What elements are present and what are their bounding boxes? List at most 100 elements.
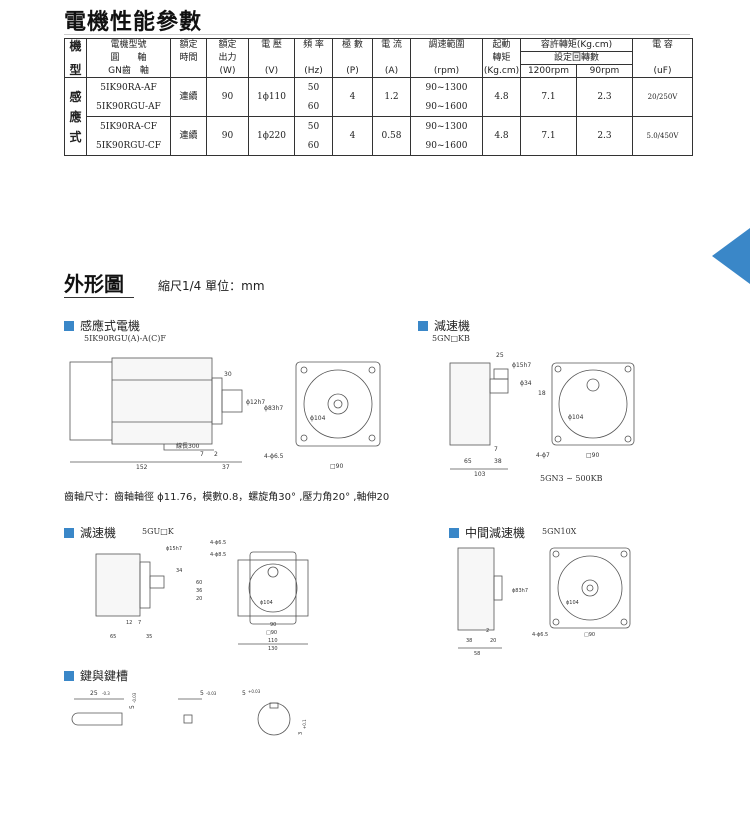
middle-model: 5GN10X xyxy=(542,527,577,536)
time-cell: 連續 xyxy=(170,116,207,156)
header-poles-unit: (P) xyxy=(332,64,373,78)
dim-sq90: □90 xyxy=(266,630,277,636)
section-reducer2: 減速機 xyxy=(64,524,116,541)
capacitor-cell: 5.0/450V xyxy=(632,116,693,156)
dim-18: 18 xyxy=(538,390,546,397)
mount-hole xyxy=(368,366,376,374)
header-start-torque-2: 轉矩 xyxy=(482,51,521,65)
dim-58: 58 xyxy=(474,651,480,657)
key-body xyxy=(71,712,123,726)
header-1200rpm: 1200rpm xyxy=(520,64,577,78)
reducer2-drawing: ϕ15h7 34 60 36 20 12 7 65 35 4-ϕ6.5 4-ϕ8… xyxy=(95,540,309,652)
dim-37: 37 xyxy=(222,464,230,471)
reducer-shaft xyxy=(493,575,503,601)
dim-90: 90 xyxy=(270,622,276,628)
motor-body xyxy=(111,357,213,445)
reducer-front-face xyxy=(549,547,631,629)
table-row: 感應式 5IK90RA-AF 連續 90 1ϕ110 50 4 1.2 90~1… xyxy=(64,77,693,156)
header-speed-unit: (rpm) xyxy=(410,64,483,78)
torque-1200-cell: 7.1 xyxy=(520,77,577,117)
freq-cell: 50 xyxy=(294,116,333,136)
dim-holes2: 4-ϕ8.5 xyxy=(210,552,226,558)
dim-83h7: ϕ83h7 xyxy=(512,588,528,594)
dim-12: 12 xyxy=(126,620,132,626)
section-label: 鍵與鍵槽 xyxy=(80,669,129,683)
dim-holes1: 4-ϕ6.5 xyxy=(210,540,226,546)
title-divider xyxy=(64,34,690,35)
current-cell: 0.58 xyxy=(372,116,411,156)
header-type: 機型 xyxy=(64,38,87,78)
reducer-output-shaft xyxy=(267,566,279,578)
reducer-front-hub xyxy=(581,579,599,597)
table-row: 5IK90RA-CF 連續 90 1ϕ220 50 4 0.58 90~1300… xyxy=(65,116,693,156)
mount-hole xyxy=(624,435,632,443)
header-frequency-blank xyxy=(294,51,333,65)
group-label: 感應式 xyxy=(64,77,87,156)
header-model-gear: GN齒 軸 xyxy=(86,64,171,78)
page-title: 電機性能參數 xyxy=(64,10,203,35)
header-row-1: 機型 電機型號 額定 額定 電 壓 頻 率 極 數 電 流 調速範圍 起動 容許… xyxy=(64,38,693,78)
mount-hole xyxy=(624,365,632,373)
outline-underline xyxy=(64,297,134,298)
reducer-output-shaft xyxy=(586,584,594,592)
outline-scale: 縮尺1/4 單位：mm xyxy=(158,279,265,293)
reducer-front-circle xyxy=(557,555,623,621)
header-current-blank xyxy=(372,51,411,65)
dim-34: 34 xyxy=(176,568,182,574)
mount-hole xyxy=(368,434,376,442)
reducer2-model: 5GU□K xyxy=(142,527,174,536)
header-output-unit: (W) xyxy=(206,64,249,78)
reducer-shaft xyxy=(149,575,165,589)
dim-38: 38 xyxy=(466,638,472,644)
dim-130: 130 xyxy=(268,646,278,652)
torque-90-cell: 2.3 xyxy=(576,116,633,156)
motor-front-face xyxy=(295,361,381,447)
header-model: 電機型號 xyxy=(86,38,171,52)
mount-hole xyxy=(300,434,308,442)
mount-hole xyxy=(620,550,628,558)
reducer1-model: 5GN□KB xyxy=(432,334,470,343)
dim-20: 20 xyxy=(490,638,496,644)
dim-35: 35 xyxy=(146,634,152,640)
reducer-output-shaft xyxy=(586,378,600,392)
table-row: 5IK90RGU-CF 60 90~1600 xyxy=(65,136,693,156)
bullet-square-icon xyxy=(449,527,459,538)
reducer-front-circle xyxy=(558,369,628,439)
section-key: 鍵與鍵槽 xyxy=(64,667,128,684)
header-row-2: 圓 軸 時間 出力 轉矩 設定回轉數 xyxy=(65,51,693,65)
dim-25: 25 xyxy=(496,352,504,359)
motor-front-shaft xyxy=(333,399,343,409)
model-cell: 5IK90RGU-AF xyxy=(86,97,171,117)
motor-shaft xyxy=(221,389,243,413)
header-poles: 極 數 xyxy=(332,38,373,52)
dim-104: ϕ104 xyxy=(310,415,326,422)
section-induction: 感應式電機 xyxy=(64,317,140,334)
dim-2: 2 xyxy=(486,628,489,634)
dim-20: 20 xyxy=(196,596,202,602)
header-rated-output-2: 出力 xyxy=(206,51,249,65)
tol-slot: +0.03 xyxy=(248,689,261,694)
header-torque-unit: (Kg.cm) xyxy=(482,64,521,78)
header-speed-range: 調速範圍 xyxy=(410,38,483,52)
side-tab-arrow-icon[interactable] xyxy=(712,228,750,284)
motor-front-hub xyxy=(327,393,349,415)
mount-hole xyxy=(552,618,560,626)
speed-cell: 90~1600 xyxy=(410,97,483,117)
section-reducer1: 減速機 xyxy=(418,317,470,334)
tol-key-height: -0.03 xyxy=(206,691,217,696)
speed-cell: 90~1300 xyxy=(410,116,483,136)
start-torque-cell: 4.8 xyxy=(482,77,521,117)
bullet-square-icon xyxy=(418,320,428,331)
dim-25: 25 xyxy=(90,690,98,697)
model-cell: 5IK90RA-AF xyxy=(86,77,171,97)
tol-keyway-depth: +0.1 xyxy=(302,719,307,729)
keyway xyxy=(269,702,279,709)
capacitor-cell: 20/250V xyxy=(632,77,693,117)
dim-7: 7 xyxy=(138,620,141,626)
header-capacitor-blank xyxy=(632,51,693,65)
dim-38: 38 xyxy=(494,458,502,465)
header-frequency-unit: (Hz) xyxy=(294,64,333,78)
header-start-torque: 起動 xyxy=(482,38,521,52)
header-rated-time-blank xyxy=(170,64,207,78)
dim-15h7: ϕ15h7 xyxy=(166,546,182,552)
